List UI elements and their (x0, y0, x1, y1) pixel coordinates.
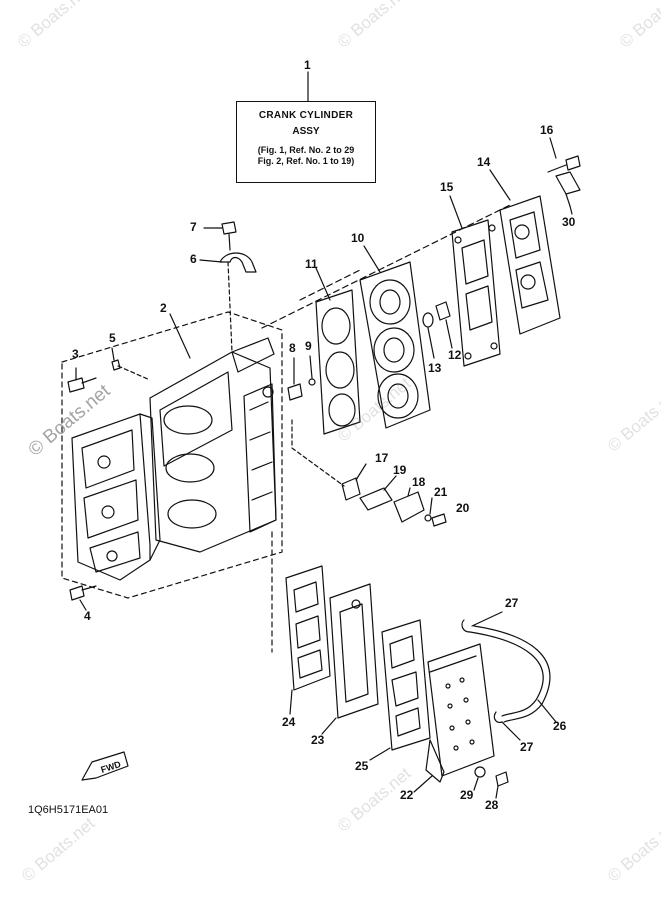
plate-23 (321, 583, 379, 735)
gasket-19 (359, 475, 397, 511)
callout-13[interactable]: 13 (428, 361, 442, 375)
clamp-6 (199, 252, 257, 273)
thermostat-17 (341, 463, 367, 501)
gasket-24 (285, 565, 331, 715)
callout-14[interactable]: 14 (477, 155, 491, 169)
callout-17[interactable]: 17 (375, 451, 389, 465)
cover-18 (393, 487, 425, 523)
callout-4[interactable]: 4 (84, 609, 91, 623)
cylinder-head-10 (359, 245, 431, 429)
crankcase-left (71, 413, 161, 581)
callout-20[interactable]: 20 (456, 501, 470, 515)
title-line-1: CRANK CYLINDER (258, 110, 354, 121)
axis-line-heads (261, 204, 511, 329)
callout-2[interactable]: 2 (160, 301, 167, 315)
washer-13 (422, 312, 435, 359)
title-line-4: Fig. 2, Ref. No. 1 to 19) (257, 156, 355, 166)
callout-30[interactable]: 30 (562, 215, 576, 229)
callout-28[interactable]: 28 (485, 798, 499, 812)
pin-9 (308, 355, 316, 386)
hose-26 (469, 625, 557, 723)
plug-12 (435, 301, 453, 349)
callout-22[interactable]: 22 (400, 788, 414, 802)
assembly-outline (61, 311, 283, 599)
washer-29 (473, 766, 486, 791)
callout-12[interactable]: 12 (448, 348, 462, 362)
cylinder-block (149, 337, 277, 553)
clamp-27-bottom (493, 711, 521, 741)
callout-16[interactable]: 16 (540, 123, 554, 137)
bolt-28 (495, 771, 509, 799)
diagram-code: 1Q6H5171EA01 (28, 804, 109, 816)
spark-plug-30 (555, 171, 581, 215)
title-line-3: (Fig. 1, Ref. No. 2 to 29 (257, 145, 355, 155)
callout-9[interactable]: 9 (305, 339, 312, 353)
callout-5[interactable]: 5 (109, 331, 116, 345)
leader-2 (169, 313, 191, 359)
callout-29[interactable]: 29 (460, 788, 474, 802)
clamp-27-top (461, 611, 503, 633)
plate-8 (287, 357, 303, 401)
bolt-16 (547, 137, 581, 173)
leader-to-thermo-2 (291, 447, 345, 487)
bolt-20 (431, 513, 447, 527)
gasket-15 (449, 195, 501, 367)
callout-8[interactable]: 8 (289, 341, 296, 355)
callout-25[interactable]: 25 (355, 759, 369, 773)
axis-line-aux (299, 269, 361, 301)
callout-6[interactable]: 6 (190, 252, 197, 266)
callout-7[interactable]: 7 (190, 220, 197, 234)
screw-7 (203, 221, 237, 353)
callout-15[interactable]: 15 (440, 180, 454, 194)
callout-24[interactable]: 24 (282, 715, 296, 729)
callout-21[interactable]: 21 (434, 485, 448, 499)
callout-19[interactable]: 19 (393, 463, 407, 477)
cover-22 (413, 643, 495, 793)
callout-27-top[interactable]: 27 (505, 596, 519, 610)
title-box: CRANK CYLINDER ASSY (Fig. 1, Ref. No. 2 … (236, 101, 376, 183)
gasket-25 (369, 619, 431, 761)
title-line-2: ASSY (292, 126, 320, 137)
dowel-5 (111, 347, 151, 381)
gasket-11 (315, 267, 361, 435)
bolt-3 (67, 367, 97, 393)
callout-1[interactable]: 1 (304, 58, 311, 72)
callout-27-bottom[interactable]: 27 (520, 740, 534, 754)
callout-10[interactable]: 10 (351, 231, 365, 245)
washer-21 (424, 497, 433, 522)
callout-26[interactable]: 26 (553, 719, 567, 733)
callout-3[interactable]: 3 (72, 347, 79, 361)
bolt-4 (69, 585, 97, 611)
callout-18[interactable]: 18 (412, 475, 426, 489)
callout-11[interactable]: 11 (305, 257, 318, 271)
forward-arrow-icon (81, 751, 129, 781)
callout-23[interactable]: 23 (311, 733, 325, 747)
head-cover-14 (489, 169, 561, 335)
